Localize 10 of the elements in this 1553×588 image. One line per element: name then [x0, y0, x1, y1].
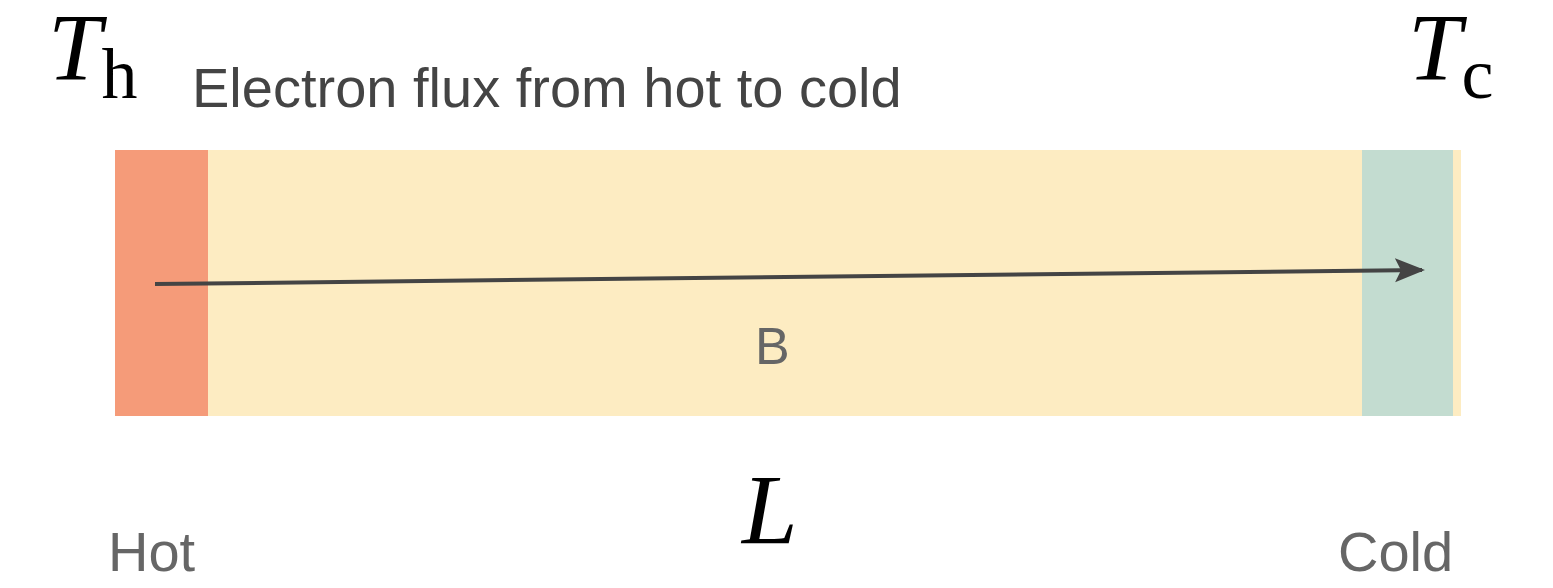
length-symbol: L — [742, 460, 798, 560]
temperature-symbol: T$_{h}$ — [48, 0, 138, 96]
arrow — [154, 258, 1425, 286]
region-caption: Hot — [108, 524, 196, 580]
region-label: B — [755, 320, 790, 372]
material-bar — [115, 150, 1461, 416]
hot-region — [115, 150, 208, 416]
heading: Electron flux from hot to cold — [192, 60, 902, 116]
region-caption: Cold — [1338, 524, 1454, 580]
cold-region — [1362, 150, 1453, 416]
